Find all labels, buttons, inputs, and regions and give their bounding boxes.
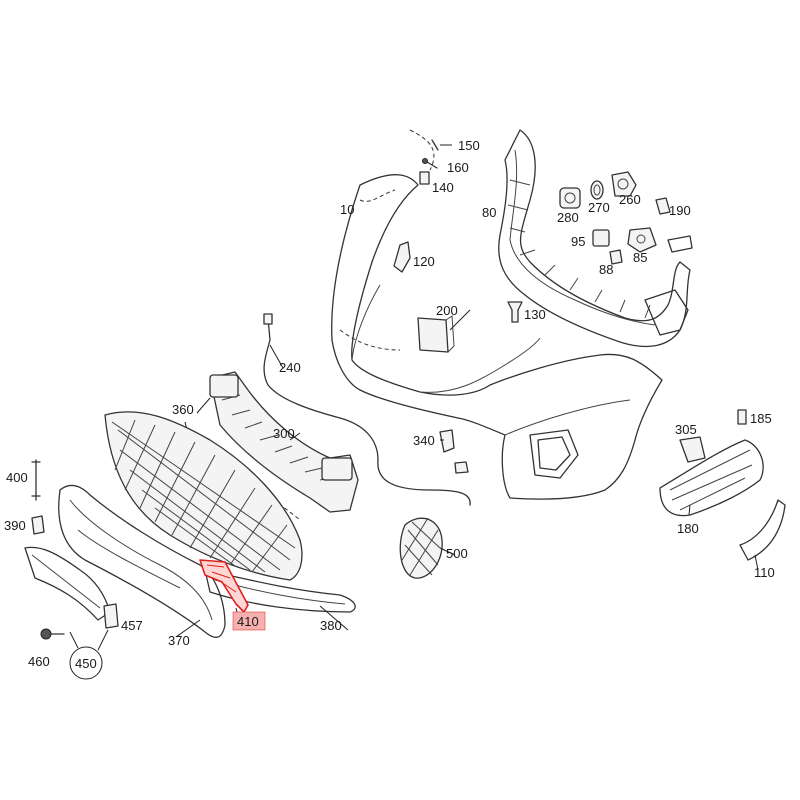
part-240-harness bbox=[263, 313, 471, 506]
label-95: 95 bbox=[571, 234, 585, 249]
part-88-clip bbox=[609, 249, 623, 265]
label-85: 85 bbox=[633, 250, 647, 265]
part-85-sensor bbox=[627, 227, 693, 253]
label-410: 410 bbox=[237, 614, 259, 629]
label-200: 200 bbox=[436, 303, 458, 318]
label-280: 280 bbox=[557, 210, 579, 225]
part-390-clip bbox=[31, 515, 45, 535]
part-260-sensor bbox=[611, 171, 637, 197]
part-450-plate-holder bbox=[24, 546, 111, 621]
label-450: 450 bbox=[75, 656, 97, 671]
label-400: 400 bbox=[6, 470, 28, 485]
part-400-rod bbox=[31, 459, 41, 501]
part-280-sensor bbox=[559, 187, 581, 209]
part-110-bracket bbox=[739, 499, 786, 561]
label-140: 140 bbox=[432, 180, 454, 195]
label-110: 110 bbox=[754, 565, 775, 580]
part-340-clip bbox=[439, 429, 455, 453]
label-120: 120 bbox=[413, 254, 435, 269]
part-140-clip bbox=[409, 129, 435, 185]
label-390: 390 bbox=[4, 518, 26, 533]
label-150: 150 bbox=[458, 138, 480, 153]
part-460-screw bbox=[40, 628, 65, 640]
part-80-bracket bbox=[498, 129, 691, 348]
part-200-module bbox=[417, 315, 455, 353]
label-180: 180 bbox=[677, 521, 699, 536]
part-370-spoiler bbox=[58, 484, 226, 638]
part-grille bbox=[104, 411, 303, 581]
label-360: 360 bbox=[172, 402, 194, 417]
label-160: 160 bbox=[447, 160, 469, 175]
label-190: 190 bbox=[669, 203, 691, 218]
label-340: 340 bbox=[413, 433, 435, 448]
part-95-holder bbox=[592, 229, 610, 247]
label-305: 305 bbox=[675, 422, 697, 437]
part-185-clip bbox=[737, 409, 747, 425]
label-460: 460 bbox=[28, 654, 50, 669]
label-240: 240 bbox=[279, 360, 301, 375]
label-370: 370 bbox=[168, 633, 190, 648]
part-500-grille-insert bbox=[399, 517, 443, 579]
part-130-clip bbox=[507, 301, 523, 323]
label-80: 80 bbox=[482, 205, 496, 220]
label-300: 300 bbox=[273, 426, 295, 441]
label-457: 457 bbox=[121, 618, 143, 633]
part-120-bracket bbox=[393, 241, 411, 273]
part-190-clip bbox=[655, 197, 671, 215]
leader-lines bbox=[175, 309, 759, 638]
label-88: 88 bbox=[599, 262, 613, 277]
label-270: 270 bbox=[588, 200, 610, 215]
part-160-screw bbox=[422, 158, 438, 169]
label-380: 380 bbox=[320, 618, 342, 633]
label-130: 130 bbox=[524, 307, 546, 322]
part-450-circle bbox=[69, 629, 109, 680]
part-457-clip bbox=[103, 603, 119, 629]
label-185: 185 bbox=[750, 411, 772, 426]
part-300-absorber bbox=[209, 371, 359, 513]
label-260: 260 bbox=[619, 192, 641, 207]
label-500: 500 bbox=[446, 546, 468, 561]
part-150-pin bbox=[431, 139, 452, 151]
label-410-highlight bbox=[232, 611, 266, 631]
part-180-bracket bbox=[659, 439, 764, 517]
part-270-ring bbox=[590, 180, 604, 200]
label-10: 10 bbox=[340, 202, 354, 217]
part-labels: 150 160 140 10 80 280 270 260 190 95 85 … bbox=[4, 138, 775, 671]
part-305-clip bbox=[679, 436, 706, 463]
part-10-bumper-cover bbox=[331, 174, 663, 500]
